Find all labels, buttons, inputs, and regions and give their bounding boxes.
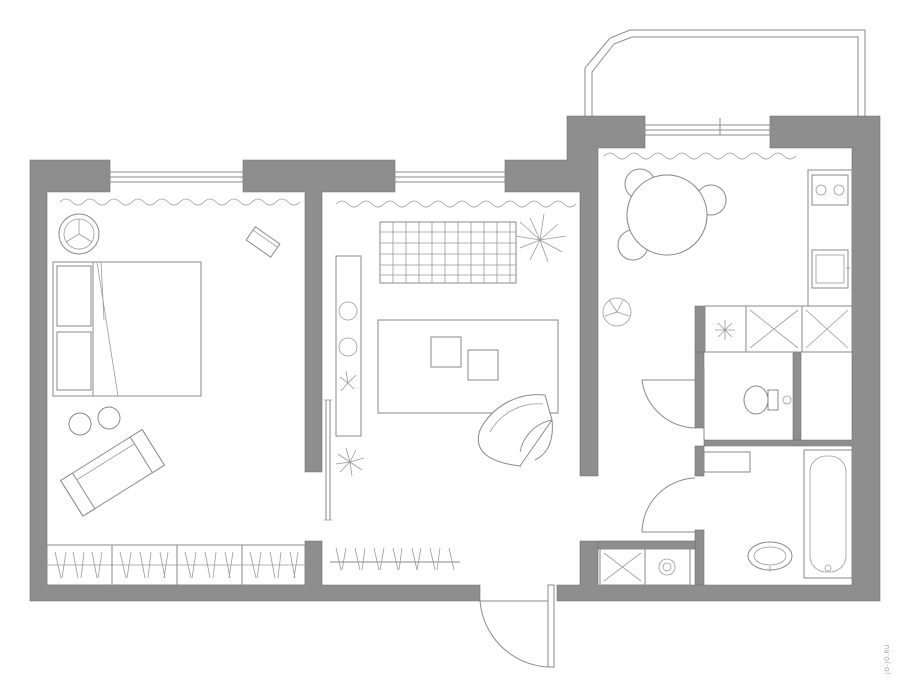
curtains — [59, 152, 797, 208]
wall-top-left — [242, 159, 396, 473]
sink-icon — [811, 249, 850, 289]
plant-icon — [515, 213, 567, 263]
dining-table — [626, 174, 708, 256]
wall-bath-left — [694, 445, 705, 477]
bathroom — [641, 449, 853, 579]
chair-icon — [245, 226, 281, 258]
wardrobe — [330, 547, 460, 571]
sofa — [379, 221, 517, 284]
ottoman-icon — [467, 349, 499, 381]
toilet-icon — [743, 385, 792, 415]
side-table-icon — [97, 406, 121, 430]
double-bed — [52, 261, 202, 397]
watermark-text: JO-JO.RU — [884, 644, 891, 674]
wall-top-mid — [504, 115, 646, 477]
watermark: JO-JO.RU — [884, 628, 894, 674]
wall-bath-left2 — [694, 529, 705, 586]
balcony — [584, 29, 866, 118]
counter — [807, 169, 853, 307]
toilet — [641, 368, 792, 440]
ottoman-icon — [430, 336, 462, 368]
sliding-door — [324, 399, 332, 521]
wall-hall-right — [597, 540, 696, 550]
kitchen — [602, 168, 853, 353]
shelf — [335, 255, 362, 437]
washbasin-icon — [747, 541, 793, 572]
wardrobe — [46, 544, 306, 586]
entrance-door — [479, 584, 555, 668]
bathtub-icon — [803, 449, 853, 579]
armchair — [478, 394, 553, 468]
shoe-cabinet — [599, 548, 691, 586]
plant-icon — [335, 447, 365, 477]
counter — [704, 305, 853, 353]
bedroom — [46, 213, 306, 586]
wall-toilet-right — [792, 351, 802, 441]
plant-icon — [602, 297, 632, 327]
living-room — [330, 213, 567, 571]
side-table-icon — [68, 412, 92, 436]
wall-toilet-left — [694, 351, 705, 429]
walls — [29, 115, 881, 602]
stove-icon — [811, 174, 849, 206]
washbasin-cabinet — [703, 451, 751, 473]
windows — [109, 118, 771, 183]
armchair — [60, 428, 166, 517]
hall — [599, 548, 691, 586]
